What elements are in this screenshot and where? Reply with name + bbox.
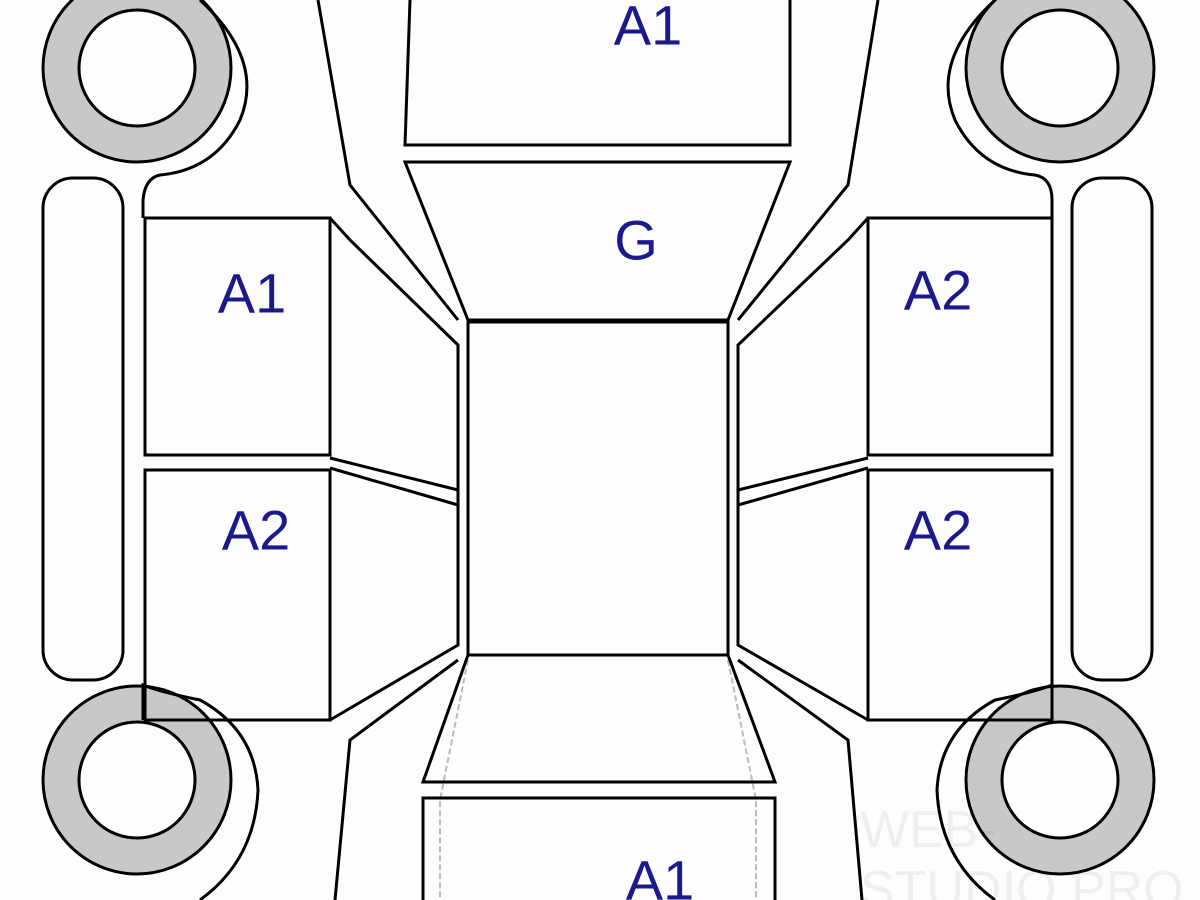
fender-front-right (946, 0, 1054, 218)
door-front-left (143, 216, 332, 457)
trunk (421, 796, 777, 900)
fender-rear-right (935, 682, 1054, 900)
fender-rear-left (141, 682, 260, 900)
hood (403, 0, 792, 147)
side-skirt-right (1070, 176, 1154, 682)
wheel-front-left (41, 0, 233, 164)
watermark: WEB-STUDIO.PRO (860, 801, 1184, 900)
zone-label-right-front-door: A2 (903, 258, 973, 322)
wheel-rear-left (41, 684, 233, 876)
door-rear-right (866, 468, 1054, 722)
wheel-front-right (964, 0, 1156, 164)
door-front-right (866, 216, 1054, 457)
side-skirt-left (41, 176, 125, 682)
zone-label-left-front-door: A1 (217, 261, 287, 325)
zone-label-windshield: G (614, 208, 658, 272)
zone-label-hood: A1 (613, 0, 683, 57)
wheel-rear-right (964, 684, 1156, 876)
fender-front-left (141, 0, 249, 218)
door-rear-left (143, 468, 332, 722)
roof (466, 320, 730, 657)
zone-label-left-rear-door: A2 (221, 498, 291, 562)
rear-window (420, 653, 778, 784)
zone-label-right-rear-door: A2 (903, 498, 973, 562)
zone-label-trunk: A1 (625, 848, 695, 900)
windshield (402, 160, 793, 322)
